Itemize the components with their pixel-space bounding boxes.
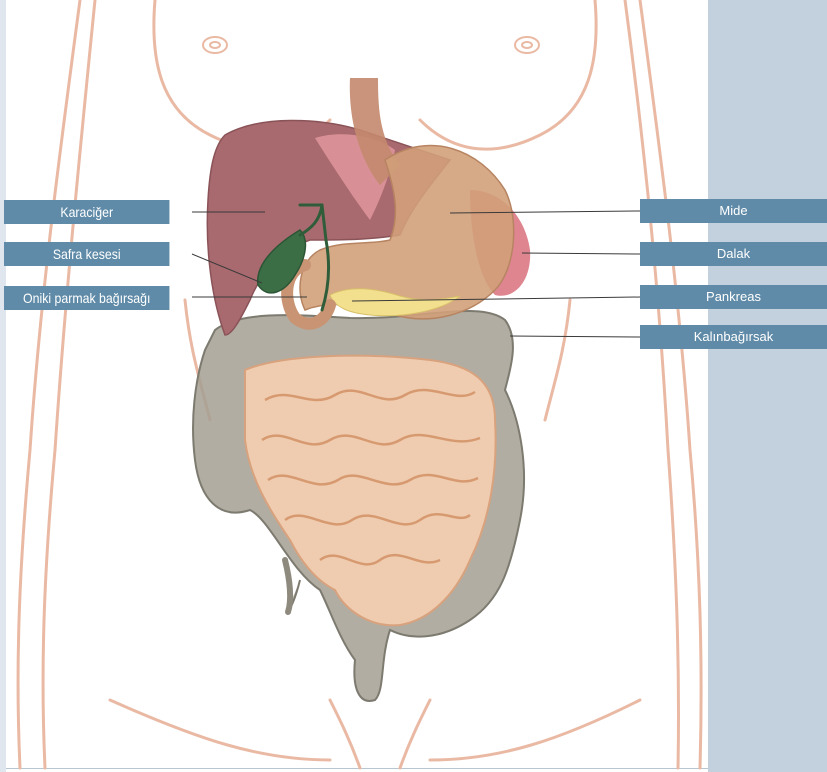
label-duodenum: Oniki parmak bağırsağı	[4, 286, 169, 310]
label-stomach: Mide	[640, 199, 827, 223]
label-liver: Karaciğer	[4, 200, 169, 224]
label-gallbladder: Safra kesesi	[4, 242, 169, 266]
label-pancreas: Pankreas	[640, 285, 827, 309]
label-colon: Kalınbağırsak	[640, 325, 827, 349]
label-spleen: Dalak	[640, 242, 827, 266]
nipples	[203, 37, 539, 53]
sigmoid-tail	[285, 560, 290, 612]
